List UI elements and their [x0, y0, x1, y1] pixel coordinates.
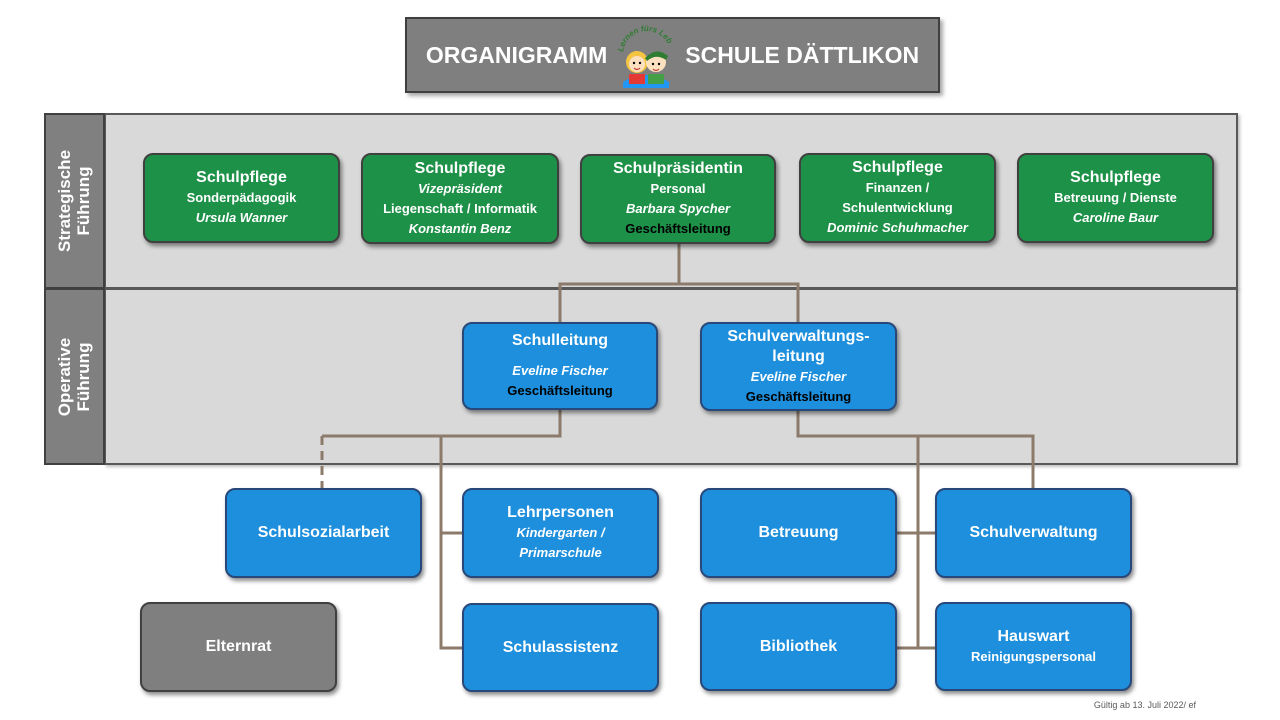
- box-person: Eveline Fischer: [750, 368, 847, 384]
- box-title: Betreuung: [758, 524, 839, 541]
- schulassistenz-box[interactable]: Schulassistenz: [462, 603, 659, 692]
- box-title: Bibliothek: [759, 637, 838, 655]
- title-left: ORGANIGRAMM: [425, 41, 608, 68]
- box-person: Eveline Fischer: [512, 363, 608, 378]
- box-title: Schulverwaltungs- leitung: [727, 327, 870, 365]
- betreuung-box[interactable]: Betreuung: [700, 488, 897, 578]
- box-function: Personal: [650, 181, 706, 196]
- box-title: Hauswart: [997, 627, 1070, 645]
- lehrpersonen-box[interactable]: Lehrpersonen Kindergarten / Primarschule: [462, 488, 659, 578]
- box-title: Schulpflege: [196, 169, 287, 186]
- box-title: Schulverwaltung: [969, 524, 1098, 541]
- box-title: Elternrat: [205, 638, 272, 655]
- bibliothek-box[interactable]: Bibliothek: [700, 602, 897, 691]
- box-function: Liegenschaft / Informatik: [383, 200, 537, 216]
- box-subtitle: Reinigungspersonal: [971, 648, 1096, 664]
- box-title: Lehrpersonen: [507, 504, 614, 521]
- schulverwaltungsleitung-box[interactable]: Schulverwaltungs- leitung Eveline Fische…: [700, 322, 897, 411]
- box-role: Vizepräsident: [417, 180, 503, 196]
- schulleitung-branch-line: [322, 410, 562, 438]
- school-logo: Lernen fürs Leben: [615, 22, 674, 88]
- schulpflege-betreuung-box[interactable]: Schulpflege Betreuung / Dienste Caroline…: [1017, 153, 1214, 243]
- box-person: Barbara Spycher: [625, 201, 731, 216]
- box-leadership: Geschäftsleitung: [507, 383, 613, 398]
- schulpflege-vizepraesident-box[interactable]: Schulpflege Vizepräsident Liegenschaft /…: [361, 153, 559, 244]
- box-title: Schulpflege: [414, 159, 506, 177]
- schulsozialarbeit-box[interactable]: Schulsozialarbeit: [225, 488, 422, 578]
- box-leadership: Geschäftsleitung: [745, 388, 852, 404]
- schulpraesidentin-box[interactable]: Schulpräsidentin Personal Barbara Spyche…: [580, 154, 776, 244]
- validity-note: Gültig ab 13. Juli 2022/ ef: [1093, 700, 1196, 710]
- box-function: Betreuung / Dienste: [1054, 190, 1177, 205]
- box-person: Konstantin Benz: [408, 220, 512, 236]
- box-subtitle-2: Primarschule: [519, 545, 602, 560]
- box-title: Schulleitung: [512, 332, 608, 349]
- schulverwaltung-box[interactable]: Schulverwaltung: [935, 488, 1132, 578]
- box-title: Schulpflege: [1070, 169, 1161, 186]
- box-function-2: Schulentwicklung: [842, 200, 953, 215]
- box-function: Sonderpädagogik: [186, 190, 297, 205]
- schulpflege-sonderpaedagogik-box[interactable]: Schulpflege Sonderpädagogik Ursula Wanne…: [143, 153, 340, 243]
- schulleitung-box[interactable]: Schulleitung Eveline Fischer Geschäftsle…: [462, 322, 658, 410]
- box-subtitle: Kindergarten /: [516, 525, 605, 540]
- teaching-trunk-line: [439, 436, 462, 650]
- box-title: Schulsozialarbeit: [257, 524, 390, 541]
- schulpflege-finanzen-box[interactable]: Schulpflege Finanzen / Schulentwicklung …: [799, 153, 996, 243]
- box-title: Schulpräsidentin: [613, 160, 743, 177]
- box-title: Schulassistenz: [502, 638, 619, 656]
- box-function: Finanzen /: [865, 180, 930, 195]
- box-leadership: Geschäftsleitung: [625, 221, 731, 236]
- hauswart-box[interactable]: Hauswart Reinigungspersonal: [935, 602, 1132, 691]
- box-person: Ursula Wanner: [195, 210, 288, 225]
- strategic-band-label: Strategische Führung: [44, 113, 105, 289]
- operative-band-label: Operative Führung: [44, 288, 105, 465]
- elternrat-box[interactable]: Elternrat: [140, 602, 337, 692]
- services-trunk-line: [897, 436, 935, 650]
- box-person: Dominic Schuhmacher: [827, 220, 968, 235]
- title-right: SCHULE DÄTTLIKON: [685, 41, 920, 68]
- box-title: Schulpflege: [852, 159, 943, 176]
- box-person: Caroline Baur: [1072, 210, 1159, 225]
- president-to-operative-line: [558, 243, 800, 322]
- verwaltung-branch-line: [796, 411, 1035, 488]
- diagram-title: ORGANIGRAMM Lernen fürs Leben SCHULE DÄT…: [405, 17, 940, 93]
- operative-band: [104, 288, 1238, 465]
